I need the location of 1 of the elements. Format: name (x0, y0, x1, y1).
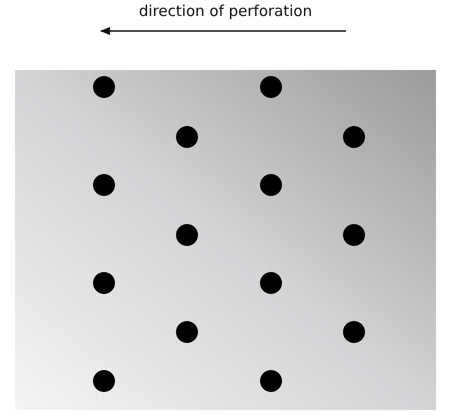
direction-label: direction of perforation (138, 2, 312, 20)
